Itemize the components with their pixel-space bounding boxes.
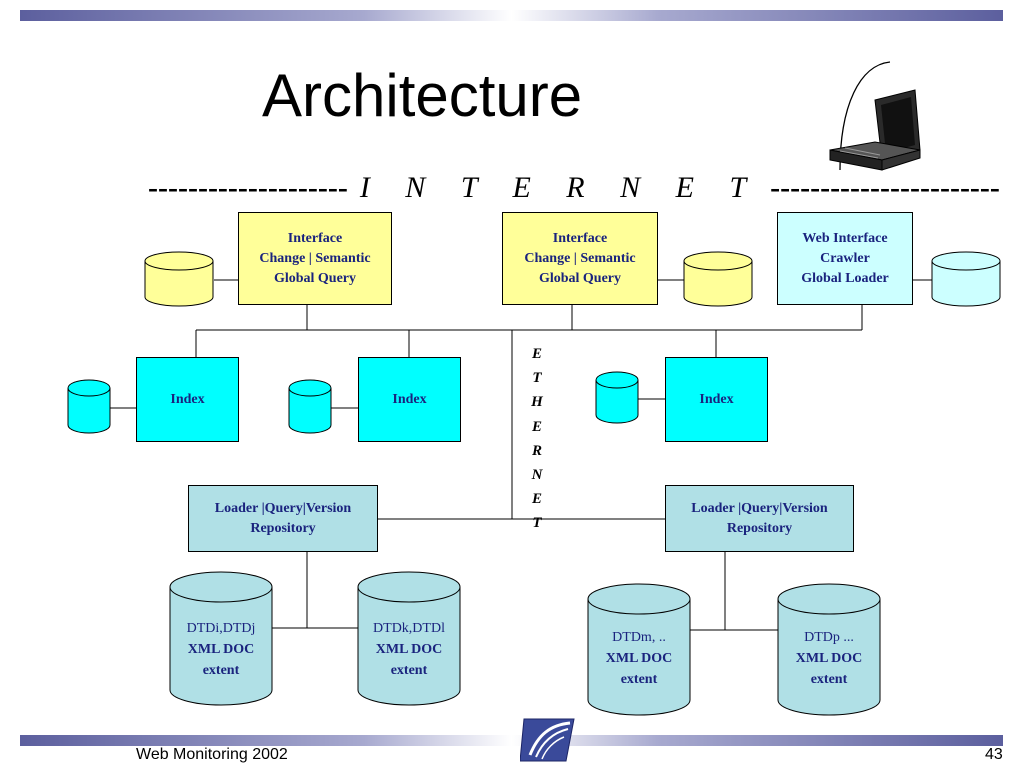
- top-decor-bar: [20, 10, 1003, 21]
- xml-db-3-shape: [587, 583, 691, 716]
- query-box-2: Interface Change | Semantic Global Query: [502, 212, 658, 305]
- internet-right-dashes: -----------------------: [770, 171, 1000, 204]
- ethernet-letter: T: [532, 370, 542, 387]
- xml-db-4: DTDp ... XML DOC extent: [778, 627, 880, 690]
- xml-db-4-dtd: DTDp ...: [804, 630, 854, 645]
- ethernet-letter: E: [531, 491, 542, 508]
- loader-box-1-line-2: Repository: [250, 520, 316, 536]
- xml-db-2-dtd: DTDk,DTDl: [373, 621, 445, 636]
- index-box-3: Index: [665, 357, 768, 442]
- bottom-decor-bar: [20, 735, 1003, 746]
- index-box-2-label: Index: [392, 391, 427, 407]
- ethernet-letter: E: [531, 418, 542, 435]
- crawler-box-line-1: Web Interface: [802, 230, 888, 246]
- internet-line: -------------------- I N T E R N E T -----…: [148, 171, 1000, 204]
- index-db-1: [67, 379, 111, 434]
- internet-label: I N T E R N E T: [359, 171, 761, 204]
- page-number: 43: [985, 746, 1003, 763]
- xml-db-2-shape: [357, 571, 461, 706]
- query-box-2-line-2: Change | Semantic: [524, 250, 636, 266]
- xml-db-4-extent: extent: [810, 672, 848, 687]
- xml-db-3-type: XML DOC: [605, 651, 673, 666]
- xml-db-2-extent: extent: [390, 663, 428, 678]
- lightcyan-db: [931, 251, 1001, 307]
- index-box-1-label: Index: [170, 391, 205, 407]
- xml-db-2-type: XML DOC: [375, 642, 443, 657]
- xml-db-1-extent: extent: [202, 663, 240, 678]
- logo-icon: [520, 718, 575, 762]
- xml-db-1-dtd: DTDi,DTDj: [186, 621, 256, 636]
- crawler-box: Web Interface Crawler Global Loader: [777, 212, 913, 305]
- footer-title: Web Monitoring 2002: [136, 746, 288, 763]
- query-box-1-line-2: Change | Semantic: [259, 250, 371, 266]
- xml-db-2: DTDk,DTDl XML DOC extent: [358, 618, 460, 681]
- index-box-2: Index: [358, 357, 461, 442]
- ethernet-letter: N: [531, 467, 543, 484]
- yellow-db-2: [683, 251, 753, 307]
- index-db-3: [595, 371, 639, 424]
- crawler-box-line-2: Crawler: [820, 250, 870, 266]
- xml-db-1: DTDi,DTDj XML DOC extent: [170, 618, 272, 681]
- query-box-2-line-1: Interface: [552, 230, 608, 246]
- xml-db-4-shape: [777, 583, 881, 716]
- yellow-db-1: [144, 251, 214, 307]
- crawler-box-line-3: Global Loader: [801, 270, 889, 286]
- index-box-1: Index: [136, 357, 239, 442]
- loader-box-2-line-1: Loader |Query|Version: [691, 500, 828, 516]
- xml-db-3: DTDm, .. XML DOC extent: [588, 627, 690, 690]
- internet-left-dashes: --------------------: [148, 171, 348, 204]
- ethernet-letter: R: [531, 442, 542, 459]
- index-db-2: [288, 379, 332, 434]
- xml-db-3-dtd: DTDm, ..: [612, 630, 666, 645]
- slide-title: Architecture: [262, 62, 583, 129]
- loader-box-1-line-1: Loader |Query|Version: [214, 500, 352, 516]
- query-box-1-line-1: Interface: [287, 230, 343, 246]
- xml-db-1-shape: [169, 571, 273, 706]
- loader-box-2-line-2: Repository: [726, 520, 793, 536]
- ethernet-letter: H: [531, 394, 543, 411]
- query-box-1-line-3: Global Query: [273, 270, 357, 286]
- query-box-1: Interface Change | Semantic Global Query: [238, 212, 392, 305]
- query-box-2-line-3: Global Query: [538, 270, 622, 286]
- xml-db-4-type: XML DOC: [795, 651, 863, 666]
- xml-db-3-extent: extent: [620, 672, 658, 687]
- loader-box-1: Loader |Query|Version Repository: [188, 485, 378, 552]
- loader-box-2: Loader |Query|Version Repository: [665, 485, 854, 552]
- ethernet-letter: T: [532, 515, 542, 532]
- ethernet-letter: E: [531, 346, 542, 362]
- ethernet-label: E T H E R N E T: [530, 342, 544, 536]
- xml-db-1-type: XML DOC: [187, 642, 255, 657]
- index-box-3-label: Index: [699, 391, 734, 407]
- laptop-icon: [829, 61, 921, 171]
